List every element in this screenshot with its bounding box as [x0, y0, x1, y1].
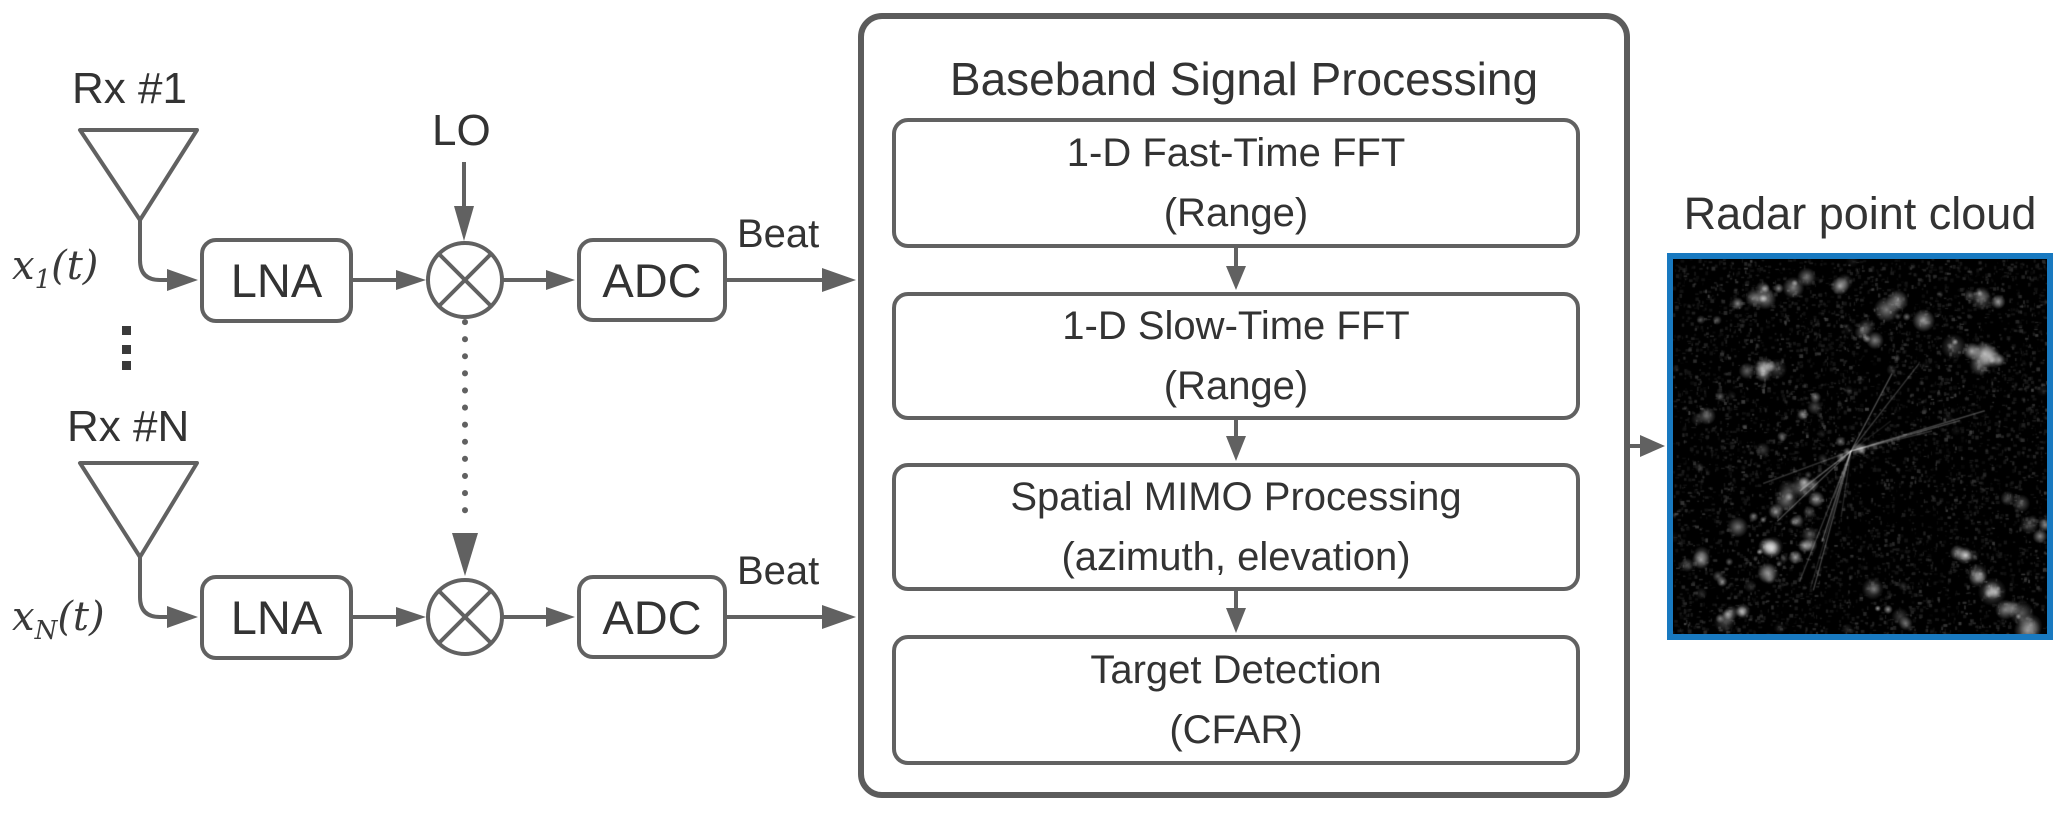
step-target-detection: Target Detection (CFAR) [892, 635, 1580, 765]
x1-sub: 1 [34, 265, 52, 295]
arrowhead [1226, 436, 1246, 461]
step-line2: (Range) [1163, 191, 1309, 235]
step-line2: (CFAR) [1169, 708, 1303, 752]
arrowhead [822, 268, 856, 292]
step-slow-time-fft: 1-D Slow-Time FFT (Range) [892, 292, 1580, 420]
arrowhead [1226, 608, 1246, 633]
x1-var: x [12, 243, 35, 289]
step-line1: Target Detection [1090, 648, 1382, 692]
xn-var: x [12, 594, 35, 640]
lna-block-2: LNA [200, 575, 353, 660]
step-line2: (azimuth, elevation) [1061, 535, 1411, 579]
lna-block-1: LNA [200, 238, 353, 323]
arrowhead [167, 606, 198, 628]
adc-block-1: ADC [577, 238, 727, 322]
step-line2: (Range) [1163, 364, 1309, 408]
arrowhead [1226, 266, 1246, 290]
arrowhead [546, 607, 575, 627]
arrowhead [822, 605, 856, 629]
x1-signal-label: x1(t) [12, 243, 98, 295]
x1-arg: (t) [51, 243, 99, 289]
radar-canvas [1673, 259, 2047, 634]
beat-label-2: Beat [737, 549, 820, 593]
baseband-title: Baseband Signal Processing [949, 53, 1539, 105]
ellipsis-dots [122, 326, 131, 370]
mixer-icon-1 [426, 241, 504, 319]
adc-label-1: ADC [602, 253, 702, 307]
xn-signal-label: xN(t) [12, 594, 105, 646]
rxn-label: Rx #N [67, 402, 190, 451]
xn-arg: (t) [57, 594, 105, 640]
step-line1: Spatial MIMO Processing [1010, 475, 1462, 519]
mixer-icon-2 [426, 578, 504, 656]
rx1-label: Rx #1 [72, 64, 187, 113]
xn-sub: N [34, 616, 58, 646]
arrowhead [396, 607, 426, 627]
adc-block-2: ADC [577, 575, 727, 659]
arrowhead [546, 270, 575, 290]
antenna-icon-rx1 [78, 128, 199, 282]
arrowhead [167, 269, 198, 291]
antenna-icon-rxn [78, 461, 199, 619]
lo-label: LO [432, 106, 491, 155]
baseband-processing-container [858, 13, 1630, 798]
adc-label-2: ADC [602, 590, 702, 644]
arrowhead [1640, 435, 1665, 457]
beat-label-1: Beat [737, 212, 820, 256]
arrowhead [452, 533, 478, 576]
step-mimo-processing: Spatial MIMO Processing (azimuth, elevat… [892, 463, 1580, 591]
step-line1: 1-D Slow-Time FFT [1062, 304, 1410, 348]
radar-point-cloud-image [1667, 253, 2053, 640]
step-line1: 1-D Fast-Time FFT [1066, 131, 1406, 175]
arrowhead [396, 270, 426, 290]
arrowhead [454, 206, 474, 241]
step-fast-time-fft: 1-D Fast-Time FFT (Range) [892, 118, 1580, 248]
radar-output-label: Radar point cloud [1683, 188, 2037, 239]
lna-label-2: LNA [230, 591, 323, 644]
lna-label-1: LNA [230, 254, 323, 307]
